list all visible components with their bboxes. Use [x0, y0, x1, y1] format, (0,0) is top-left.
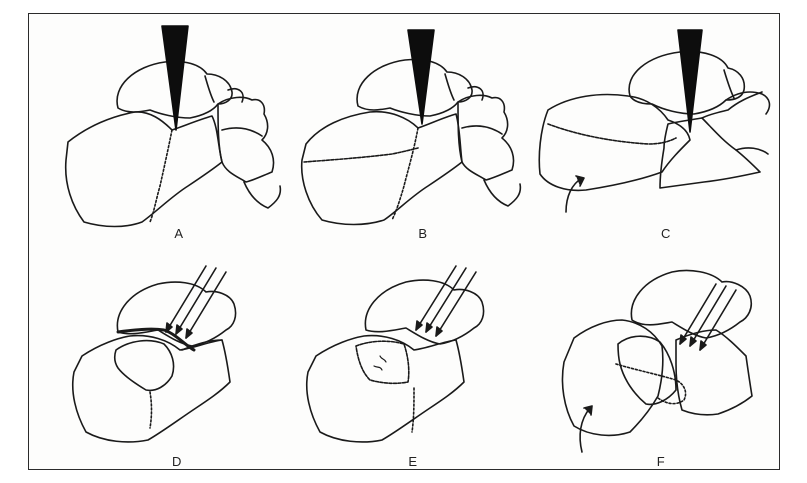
panel-d-calcaneus [73, 336, 230, 442]
panel-c-fracture [548, 124, 676, 144]
panel-a-drawing [66, 26, 281, 227]
panel-label-c: C [661, 226, 671, 241]
panel-f-anterior [676, 330, 752, 415]
panel-c-calcaneus [539, 95, 690, 191]
panel-d-drawing [73, 266, 236, 442]
panel-label-e: E [408, 454, 417, 469]
panel-c-fragment [660, 118, 760, 188]
panel-d-posterior-facet [115, 341, 174, 391]
panel-d-arrows [166, 266, 226, 338]
panel-f-talus [631, 270, 751, 338]
panel-d-fracture [150, 392, 152, 428]
panel-e-arrows [416, 266, 476, 336]
panel-a-fracture [150, 130, 172, 222]
panel-f-fragment [618, 336, 676, 404]
panel-a-talus-inner [205, 76, 214, 102]
panel-e-fracture [412, 388, 414, 432]
panel-b-fracture-horizontal [304, 148, 418, 162]
panel-c-drawing [539, 30, 769, 212]
panel-e-comminuted-fragment [356, 341, 409, 383]
panel-b-fracture-vertical [392, 128, 418, 220]
panel-f-arrows [680, 284, 736, 350]
panel-f-drawing [562, 270, 752, 452]
panel-label-d: D [172, 454, 182, 469]
panel-b-wedge [408, 30, 434, 124]
panel-a-cuboid [218, 97, 274, 182]
panel-a-calcaneus [66, 112, 222, 227]
panel-d-joint-dark [118, 329, 194, 350]
panel-c-wedge [678, 30, 702, 132]
panel-b-calcaneus [302, 112, 462, 225]
panel-label-f: F [657, 454, 665, 469]
panel-e-calcaneus [307, 336, 464, 442]
panel-b-drawing [302, 30, 521, 225]
panel-e-drawing [307, 266, 484, 442]
panel-label-a: A [174, 226, 183, 241]
panel-label-b: B [418, 226, 427, 241]
